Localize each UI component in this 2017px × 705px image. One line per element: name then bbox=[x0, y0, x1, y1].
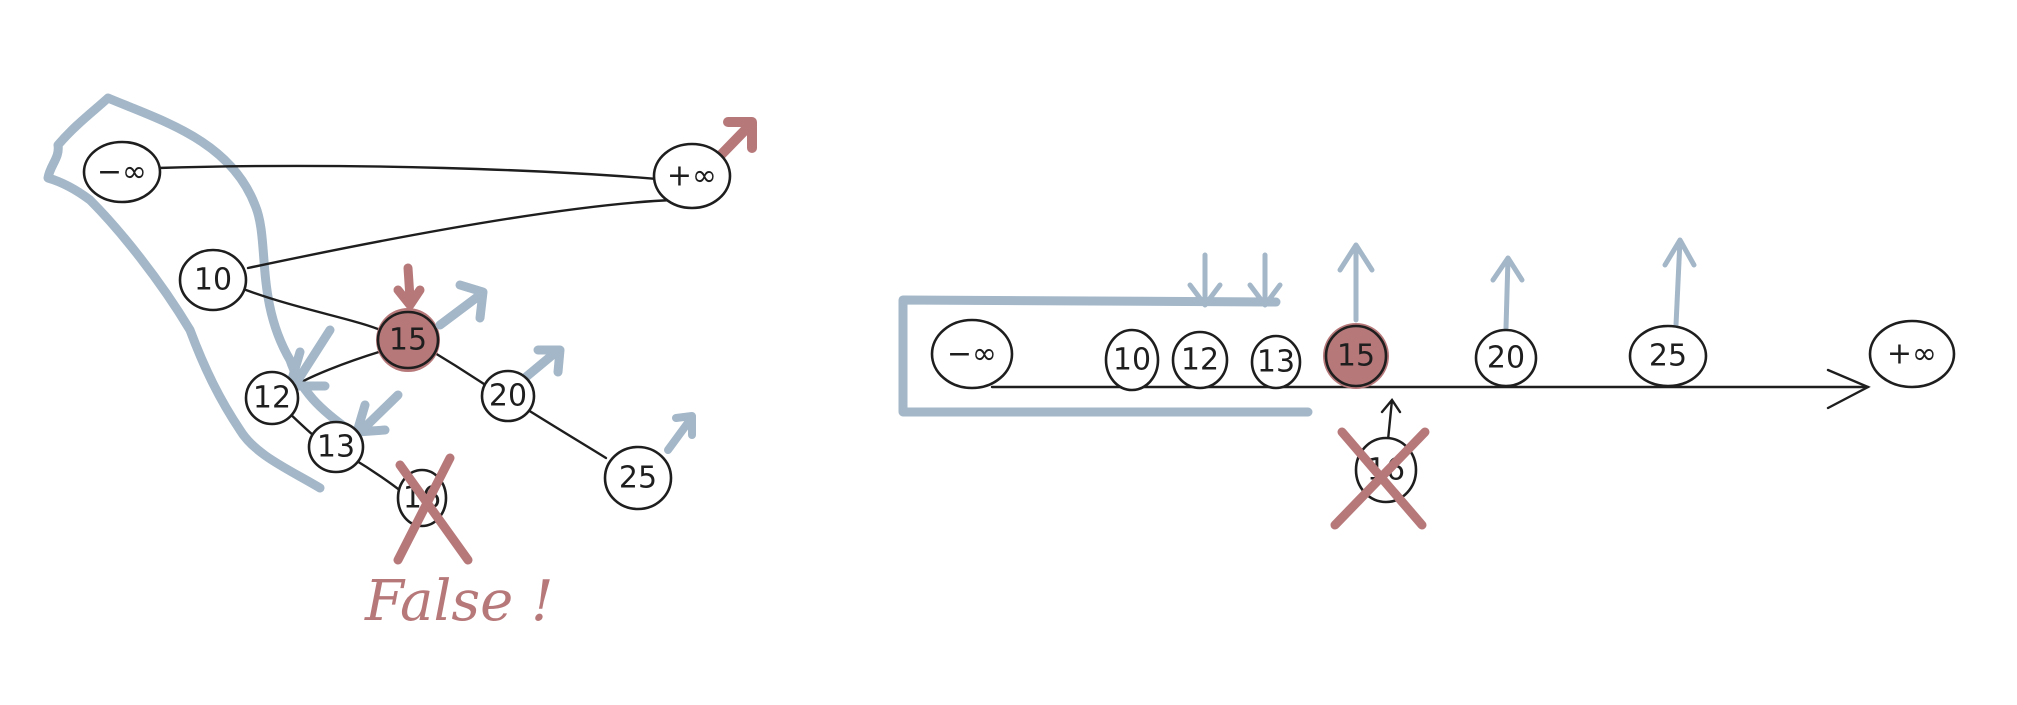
rnode-label-20: 20 bbox=[1487, 341, 1525, 376]
edge-10-15 bbox=[244, 288, 387, 334]
node-label-15: 15 bbox=[389, 323, 427, 358]
rnode-12: 12 bbox=[1171, 330, 1229, 390]
node-12: 12 bbox=[244, 370, 300, 426]
blue-up-arrow-20 bbox=[1490, 255, 1525, 331]
node-neg-inf: −∞ bbox=[82, 140, 162, 204]
node-label-13: 13 bbox=[317, 430, 355, 465]
rnode-label-13: 13 bbox=[1257, 345, 1295, 380]
node-label-pos-inf: +∞ bbox=[667, 159, 717, 194]
rnode-label-12: 12 bbox=[1181, 343, 1219, 378]
edge-15-20 bbox=[428, 348, 492, 390]
node-label-20: 20 bbox=[489, 379, 527, 414]
red-arrow-15 bbox=[393, 263, 425, 310]
blue-up-arrow-15 bbox=[1337, 242, 1375, 323]
node-label-25: 25 bbox=[619, 461, 657, 496]
right-list-diagram: −∞ 10 12 13 15 20 25 +∞ bbox=[898, 237, 1956, 530]
blue-up-arrow-25 bbox=[1662, 237, 1697, 328]
edge-13-16 bbox=[350, 456, 404, 494]
node-label-neg-inf: −∞ bbox=[97, 155, 147, 190]
edge-10-pos-inf bbox=[246, 198, 674, 270]
blue-down-arrow-13 bbox=[1247, 252, 1283, 308]
rnode-13: 13 bbox=[1250, 334, 1302, 390]
node-15: 15 bbox=[376, 310, 440, 370]
blue-down-arrow-12 bbox=[1187, 252, 1223, 308]
highlight-15 bbox=[376, 308, 440, 372]
highlight-r15 bbox=[1323, 323, 1389, 389]
red-cross-r16 bbox=[1330, 427, 1430, 530]
false-note: False ! bbox=[364, 569, 554, 634]
arrow-16-to-line bbox=[1380, 397, 1402, 442]
blue-arrow-13 bbox=[352, 390, 403, 437]
blue-arrow-25 bbox=[664, 412, 696, 454]
edge-20-25 bbox=[526, 408, 608, 460]
rnode-25: 25 bbox=[1628, 324, 1708, 388]
rnode-pos-inf: +∞ bbox=[1868, 319, 1956, 389]
node-label-12: 12 bbox=[253, 381, 291, 416]
node-13: 13 bbox=[307, 420, 365, 474]
list-arrowhead bbox=[1826, 368, 1871, 410]
red-cross-16 bbox=[393, 453, 473, 565]
rnode-label-neg-inf: −∞ bbox=[947, 337, 997, 372]
blue-bracket bbox=[898, 295, 1313, 417]
node-pos-inf: +∞ bbox=[652, 142, 732, 210]
rnode-label-pos-inf: +∞ bbox=[1887, 337, 1937, 372]
rnode-label-25: 25 bbox=[1649, 339, 1687, 374]
rnode-10: 10 bbox=[1104, 328, 1160, 392]
rnode-neg-inf: −∞ bbox=[930, 318, 1014, 390]
rnode-15: 15 bbox=[1324, 324, 1388, 388]
node-25: 25 bbox=[603, 445, 673, 511]
rnode-label-15: 15 bbox=[1337, 339, 1375, 374]
rnode-20: 20 bbox=[1474, 328, 1538, 388]
node-20: 20 bbox=[480, 369, 536, 423]
left-tree-diagram: −∞ +∞ 10 15 12 20 13 16 bbox=[43, 93, 757, 634]
edge-neg-inf-pos-inf bbox=[156, 164, 670, 182]
rnode-label-10: 10 bbox=[1113, 343, 1151, 378]
node-label-10: 10 bbox=[194, 263, 232, 298]
blue-arrow-15 bbox=[435, 280, 488, 330]
node-10: 10 bbox=[178, 248, 248, 312]
